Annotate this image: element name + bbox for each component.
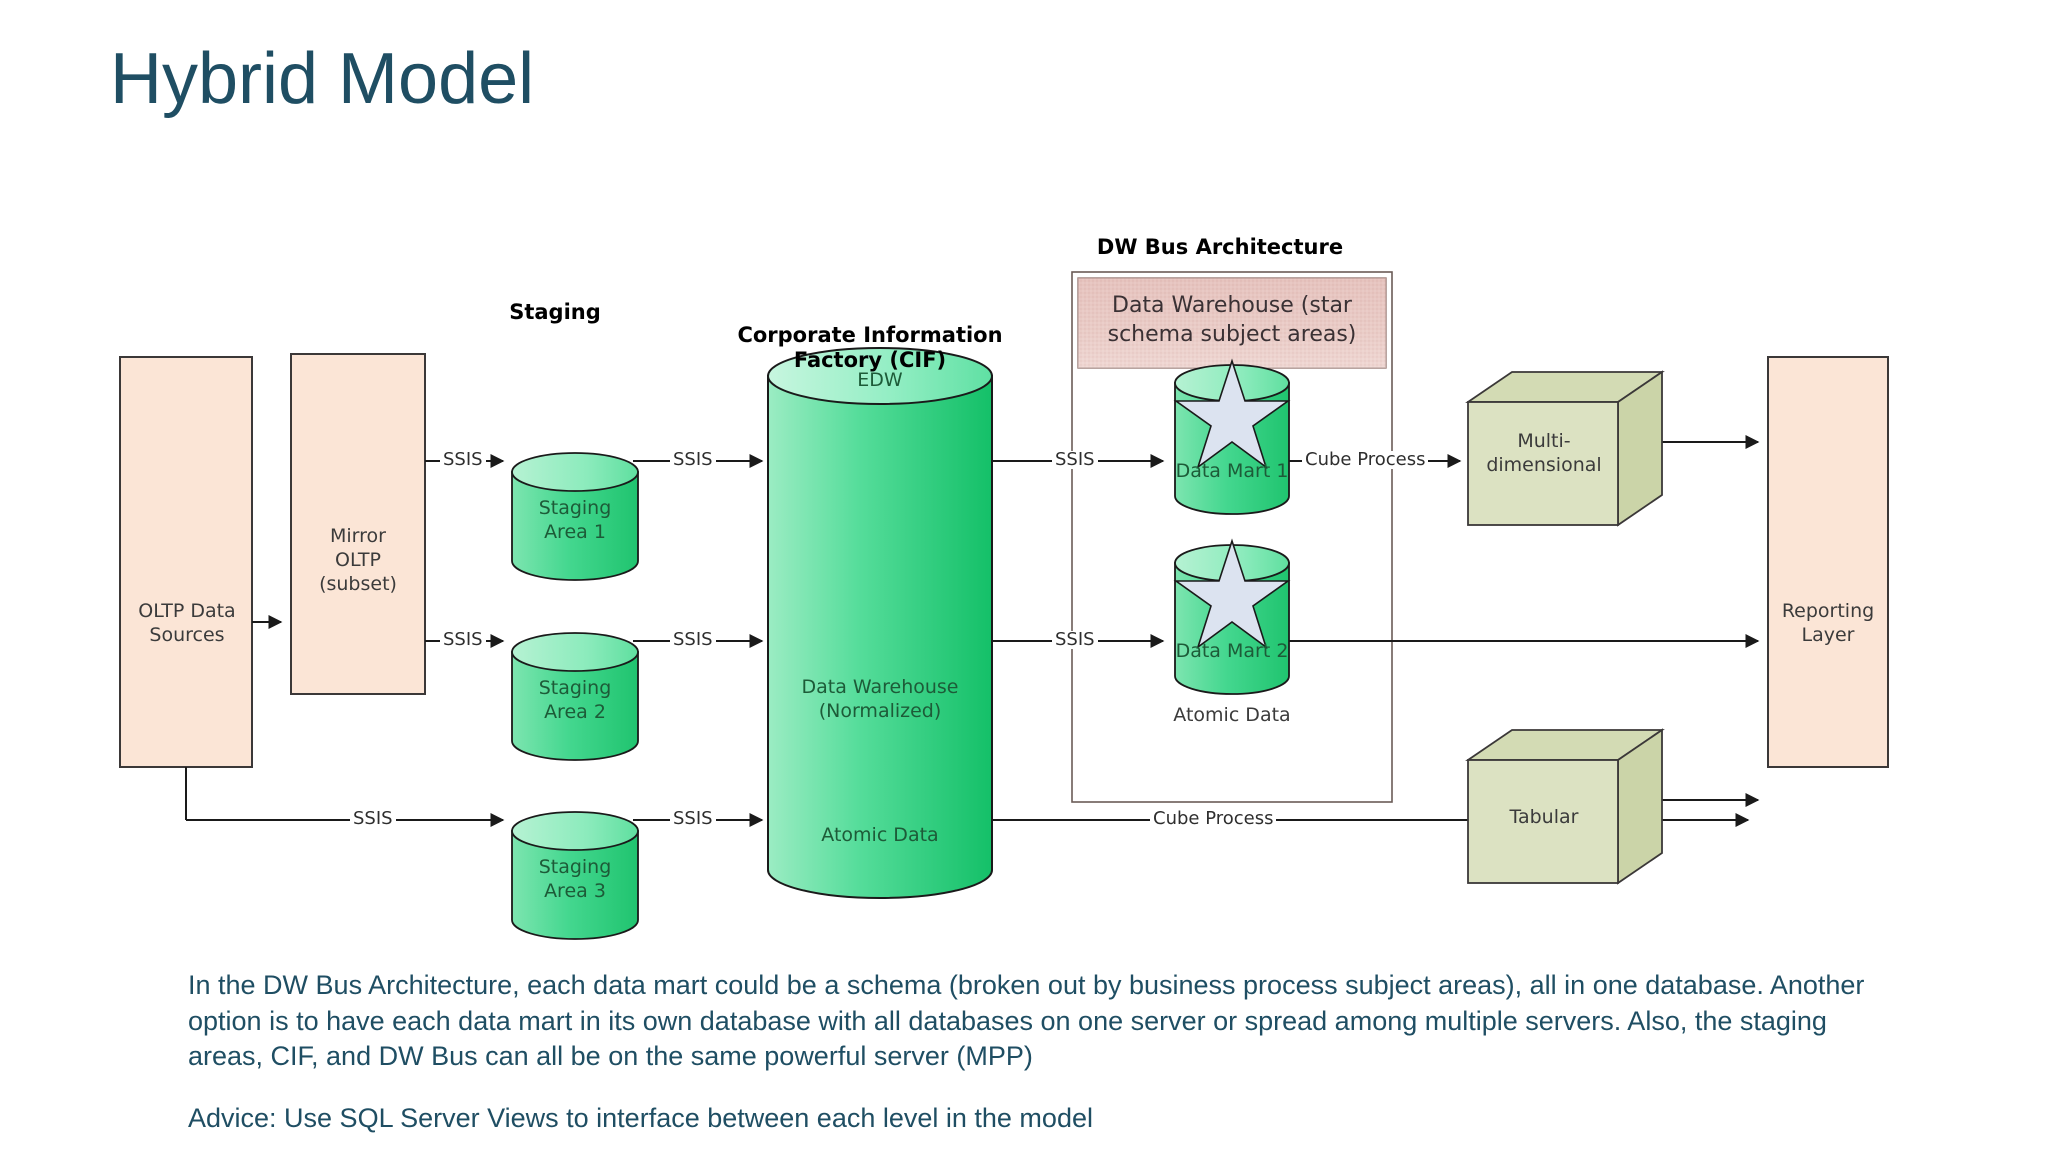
edge-label-ssis-cif-to-data-mart-2: SSIS (1052, 631, 1098, 649)
edge-label-ssis-staging-3-to-cif: SSIS (670, 810, 716, 828)
edge-label-ssis-mirror-to-staging-1: SSIS (440, 451, 486, 469)
edge-label-cube-process-to-multidimensional: Cube Process (1302, 451, 1429, 469)
body-paragraph-1: In the DW Bus Architecture, each data ma… (188, 970, 1865, 1072)
edge-label-ssis-staging-2-to-cif: SSIS (670, 631, 716, 649)
heading-dw-bus-architecture: DW Bus Architecture (1096, 235, 1344, 259)
heading-staging: Staging (509, 300, 601, 324)
page-title: Hybrid Model (110, 39, 535, 119)
edge-label-ssis-staging-1-to-cif: SSIS (670, 451, 716, 469)
edge-label-cube-process-to-tabular: Cube Process (1150, 810, 1277, 828)
diagram-canvas (119, 271, 1889, 940)
heading-corporate-information-factory: Corporate Information Factory (CIF) (737, 323, 1003, 372)
architecture-diagram: Staging Corporate Information Factory (C… (0, 180, 2048, 940)
body-paragraph-2: Advice: Use SQL Server Views to interfac… (188, 1102, 1093, 1133)
edge-label-ssis-mirror-to-staging-2: SSIS (440, 631, 486, 649)
edge-label-ssis-sources-to-staging-3: SSIS (350, 810, 396, 828)
slide-body-text: In the DW Bus Architecture, each data ma… (188, 968, 1868, 1137)
edge-label-ssis-cif-to-data-mart-1: SSIS (1052, 451, 1098, 469)
